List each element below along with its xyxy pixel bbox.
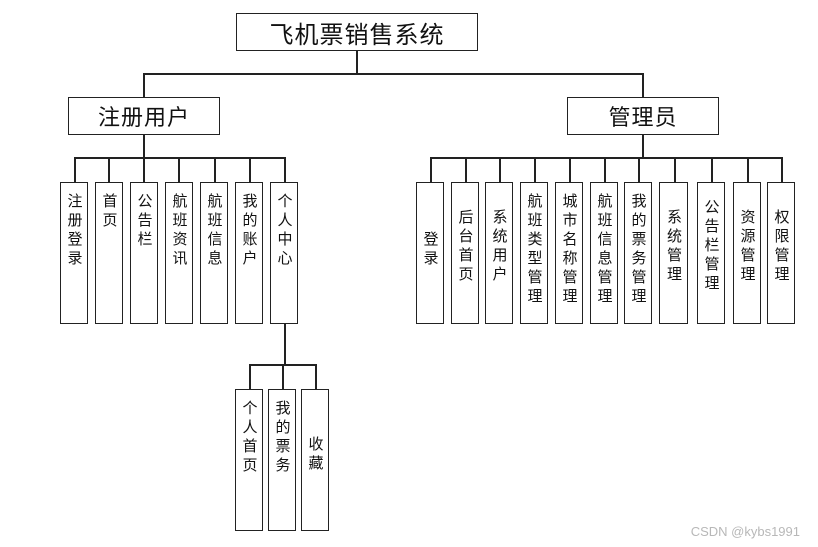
connector (143, 73, 643, 75)
connector (282, 364, 284, 389)
connector (74, 157, 286, 159)
leaf-flight-type-mgmt: 航班类型管理 (520, 182, 548, 324)
connector (284, 324, 286, 364)
leaf-label: 资源管理 (738, 209, 757, 285)
connector (178, 157, 180, 182)
connector (214, 157, 216, 182)
leaf-personal-center: 个人中心 (270, 182, 298, 324)
leaf-bulletin: 公告栏 (130, 182, 158, 324)
leaf-my-account: 我的账户 (235, 182, 263, 324)
leaf-label: 个人首页 (240, 400, 259, 476)
connector (430, 157, 432, 182)
leaf-label: 注册登录 (65, 193, 84, 269)
connector (638, 157, 640, 182)
leaf-flight-news: 航班资讯 (165, 182, 193, 324)
connector (642, 135, 644, 157)
leaf-resource-mgmt: 资源管理 (733, 182, 761, 324)
leaf-register-login: 注册登录 (60, 182, 88, 324)
leaf-label: 我的票务 (273, 400, 292, 476)
connector (747, 157, 749, 182)
leaf-label: 我的票务管理 (629, 193, 648, 307)
connector (465, 157, 467, 182)
connector (143, 157, 145, 182)
leaf-home: 首页 (95, 182, 123, 324)
connector (642, 73, 644, 97)
registered-user-label: 注册用户 (97, 106, 190, 131)
leaf-label: 公告栏 (135, 193, 154, 250)
registered-user-node: 注册用户 (68, 97, 220, 135)
leaf-label: 首页 (100, 193, 119, 231)
leaf-login: 登录 (416, 182, 444, 324)
leaf-label: 我的账户 (240, 193, 259, 269)
leaf-label: 系统用户 (490, 209, 509, 285)
connector (249, 364, 251, 389)
leaf-label: 收藏 (306, 436, 325, 474)
connector (534, 157, 536, 182)
connector (284, 157, 286, 182)
leaf-flight-info: 航班信息 (200, 182, 228, 324)
connector (674, 157, 676, 182)
admin-node: 管理员 (567, 97, 719, 135)
connector (315, 364, 317, 389)
connector (143, 135, 145, 157)
leaf-system-users: 系统用户 (485, 182, 513, 324)
connector (711, 157, 713, 182)
connector (108, 157, 110, 182)
leaf-label: 后台首页 (456, 209, 475, 285)
leaf-my-ticket-mgmt: 我的票务管理 (624, 182, 652, 324)
connector (74, 157, 76, 182)
leaf-label: 城市名称管理 (560, 193, 579, 307)
leaf-label: 航班资讯 (170, 193, 189, 269)
root-label: 飞机票销售系统 (269, 20, 445, 49)
leaf-favorites: 收藏 (301, 389, 329, 531)
leaf-label: 个人中心 (275, 193, 294, 269)
connector (781, 157, 783, 182)
leaf-label: 系统管理 (665, 209, 683, 285)
leaf-backend-home: 后台首页 (451, 182, 479, 324)
leaf-flight-info-mgmt: 航班信息管理 (590, 182, 618, 324)
root-node: 飞机票销售系统 (236, 13, 478, 51)
connector (143, 73, 145, 97)
leaf-label: 登录 (421, 231, 440, 269)
connector (356, 51, 358, 73)
leaf-bulletin-mgmt: 公告栏管理 (697, 182, 725, 324)
leaf-city-name-mgmt: 城市名称管理 (555, 182, 583, 324)
leaf-permission-mgmt: 权限管理 (767, 182, 795, 324)
connector (499, 157, 501, 182)
connector (569, 157, 571, 182)
leaf-label: 权限管理 (772, 209, 791, 285)
leaf-my-tickets: 我的票务 (268, 389, 296, 531)
leaf-label: 航班信息管理 (595, 193, 614, 307)
leaf-personal-home: 个人首页 (235, 389, 263, 531)
connector (249, 157, 251, 182)
leaf-system-mgmt: 系统管理 (659, 182, 688, 324)
connector (604, 157, 606, 182)
connector (430, 157, 782, 159)
admin-label: 管理员 (608, 106, 678, 131)
leaf-label: 航班信息 (205, 193, 224, 269)
watermark-text: CSDN @kybs1991 (690, 524, 800, 539)
leaf-label: 公告栏管理 (702, 199, 721, 294)
leaf-label: 航班类型管理 (525, 193, 544, 307)
